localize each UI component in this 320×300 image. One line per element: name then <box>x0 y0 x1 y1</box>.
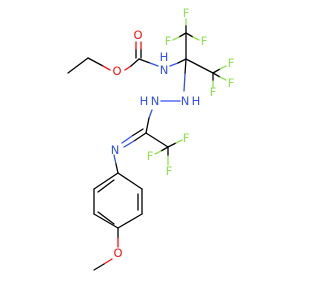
bond-cf3b-f5 <box>212 72 221 78</box>
atom-f4: F <box>228 56 235 70</box>
bond-c-n-double-a <box>133 132 147 142</box>
bond-cf3b-f4 <box>212 68 221 74</box>
structure-svg: O O N H F F F F F F N H N H F F F N O <box>67 6 235 271</box>
bond-cq-cf3b <box>185 58 214 74</box>
ring-bond-4 <box>93 213 119 229</box>
ring-bond-6 <box>93 172 119 190</box>
atom-o-ester: O <box>112 64 121 78</box>
bond-cf3c-f8b <box>154 150 162 155</box>
bond-ethyl-ch2 <box>87 57 104 67</box>
bond-cq-nh-2 <box>183 73 186 92</box>
bond-n-ring-2 <box>115 163 119 174</box>
atom-o-carbonyl: O <box>133 28 142 42</box>
ring-double-2 <box>97 211 115 225</box>
bond-o-carbonyl <box>124 65 132 71</box>
atom-h-hydrazine-1: H <box>192 94 201 108</box>
atom-f5: F <box>228 76 235 90</box>
bond-c-n-double-b <box>131 128 144 137</box>
atom-f7: F <box>183 131 190 145</box>
ring-bond-3 <box>117 213 143 229</box>
bond-cf3a-f2b <box>172 36 180 41</box>
atom-f9: F <box>166 164 173 178</box>
bond-nh-camid <box>148 109 153 119</box>
bond-o-carbonyl-2 <box>130 58 140 67</box>
atom-n-hydrazine-2: N <box>151 94 160 108</box>
atom-n-hydrazine-1: N <box>181 94 190 108</box>
atom-f6: F <box>210 85 217 99</box>
bond-nh-cq <box>169 62 179 67</box>
bond-ethyl-ch3 <box>67 57 89 74</box>
bond-c-nh <box>138 58 151 64</box>
atom-h-hydrazine-2: H <box>140 94 149 108</box>
bond-cf3a-f3b <box>192 36 200 41</box>
atom-f1: F <box>183 6 190 20</box>
bond-c-n-double-b2 <box>121 135 133 144</box>
bond-nh-cq-2 <box>177 58 187 64</box>
bond-c-nh-2 <box>149 62 159 67</box>
atom-n-imine: N <box>111 143 120 157</box>
ring-bond-1 <box>117 172 143 190</box>
bond-ethyl-o <box>102 65 111 71</box>
bond-cf3c-f7 <box>167 142 177 148</box>
atom-h-carbamate: H <box>160 50 169 64</box>
atom-f8: F <box>147 149 154 163</box>
bond-cq-nh <box>184 58 187 75</box>
atom-f2: F <box>165 34 172 48</box>
bond-cf3c-f7b <box>175 139 183 144</box>
bond-cf3c-f8 <box>160 146 169 152</box>
atom-f3: F <box>201 34 208 48</box>
bond-o-ch3-2 <box>93 263 105 271</box>
ring-double-3 <box>97 179 115 193</box>
molecule-diagram: O O N H F F F F F F N H N H F F F N O <box>67 6 235 271</box>
bond-camid-cf3 <box>145 132 169 148</box>
bond-nh-camid-2 <box>145 117 150 134</box>
bond-c-n-double-a2 <box>123 140 135 148</box>
atom-n-carbamate: N <box>160 63 169 77</box>
bond-cf3b-f5b <box>219 76 227 81</box>
bond-cf3a-f3 <box>185 32 194 38</box>
bond-o-ch3 <box>103 258 113 265</box>
atom-o-methoxy: O <box>113 246 122 260</box>
bond-n-ring <box>113 154 117 165</box>
bond-cf3b-f4b <box>219 65 227 70</box>
bond-cf3a-f2 <box>178 32 187 38</box>
